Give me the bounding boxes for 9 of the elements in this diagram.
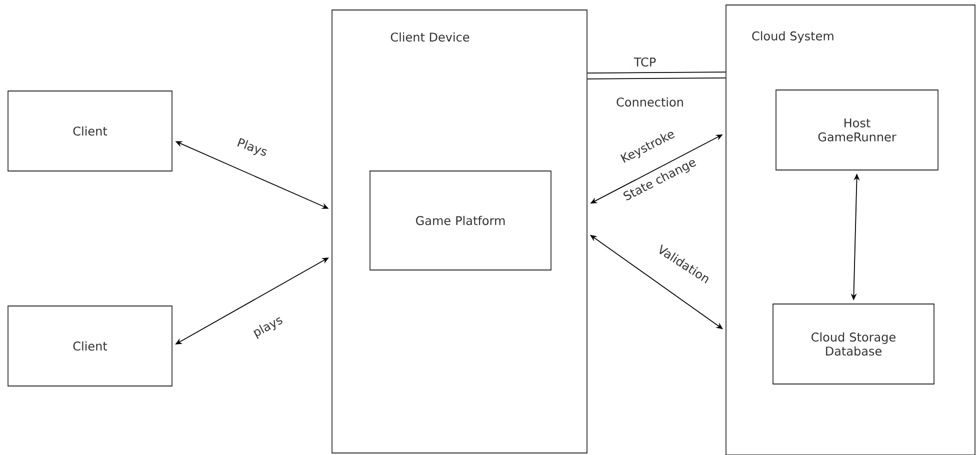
process-box: Game Platform [370,170,552,270]
line-label: Connection [615,96,685,108]
connection-line [587,72,726,80]
process-box: Client [8,306,172,386]
process-box: Client [8,90,172,172]
edge-label: TCP [632,56,658,68]
process-box: Host GameRunner [776,90,938,170]
process-box: Cloud Storage Database [772,304,934,384]
edge-label: Plays [234,136,270,160]
